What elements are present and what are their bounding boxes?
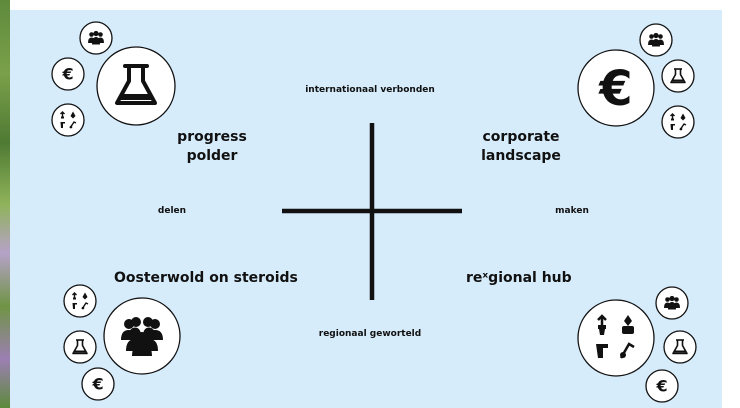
axis-label-right: maken: [555, 206, 589, 216]
euro-icon: [655, 376, 668, 396]
quadrant-title-bottom-right: reˣgional hub: [466, 270, 572, 286]
euro-icon: [598, 61, 633, 117]
quadrant-title-top-right: corporate landscape: [481, 129, 561, 164]
people-group-icon: [648, 32, 664, 47]
photo-edge-left: [0, 0, 10, 408]
axis-label-top: internationaal verbonden: [305, 85, 435, 95]
people-group-icon: [664, 295, 680, 310]
cluster-top-right: [577, 23, 695, 139]
cluster-bottom-right: [577, 286, 697, 403]
people-group-icon: [88, 30, 104, 45]
axis-label-left: delen: [157, 206, 187, 216]
cluster-top-left: [51, 21, 176, 137]
page-margin-right: [722, 0, 740, 408]
euro-icon: [91, 374, 104, 394]
cluster-bottom-left: [63, 284, 181, 401]
quadrant-title-bottom-left: Oosterwold on steroids: [114, 270, 298, 286]
quadrant-title-top-left: progress polder: [177, 129, 247, 164]
axis-label-bottom: regionaal geworteld: [318, 329, 422, 339]
euro-icon: [61, 64, 74, 84]
